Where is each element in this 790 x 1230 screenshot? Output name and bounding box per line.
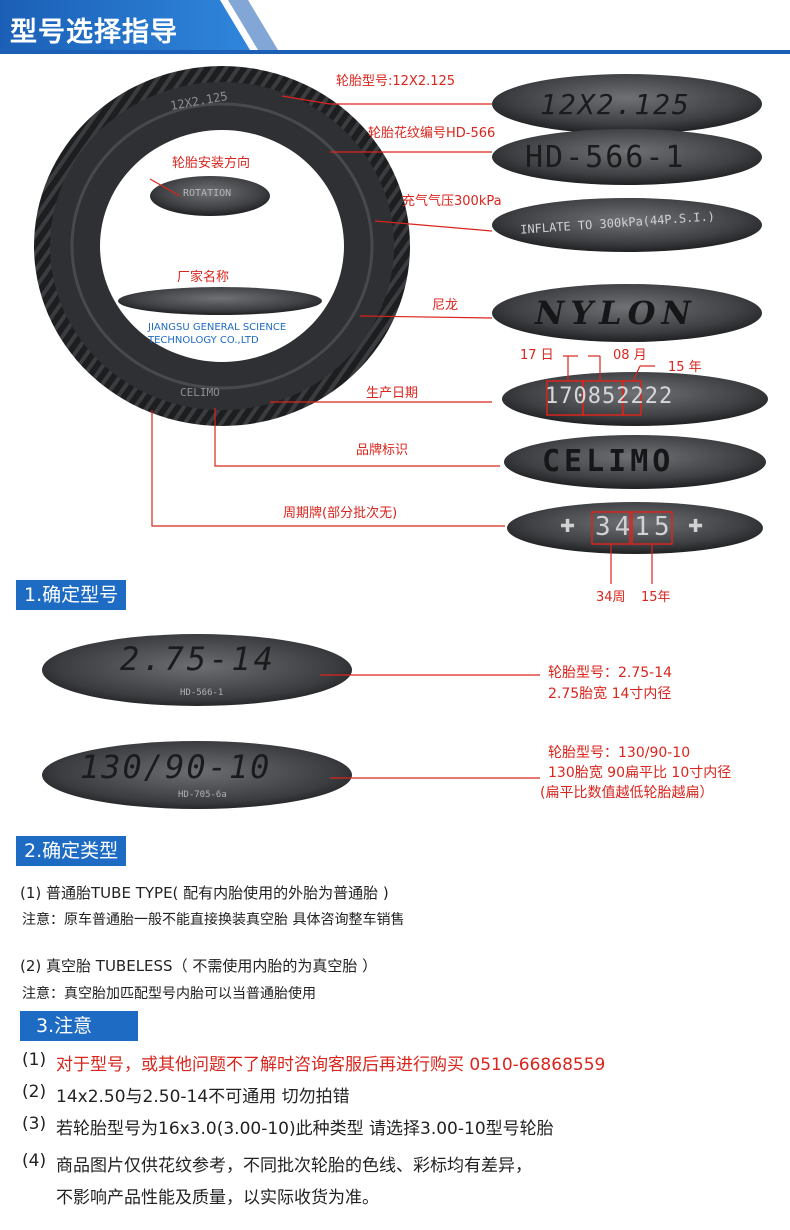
maker-name-line1: JIANGSU GENERAL SCIENCE <box>148 322 287 333</box>
label-date-day: 17 日 <box>520 348 554 363</box>
label-pressure: 充气气压300kPa <box>402 194 502 209</box>
label-week-plate: 周期牌(部分批次无) <box>283 506 398 521</box>
type-item-tube: (1) 普通胎TUBE TYPE( 配有内胎使用的外胎为普通胎 ) <box>20 884 389 902</box>
label-tire-size: 轮胎型号:12X2.125 <box>336 74 456 89</box>
example1-oval <box>42 634 352 706</box>
notice-4-line2: 不影响产品性能及质量，以实际收货为准。 <box>56 1188 379 1208</box>
example2-emboss: 130/90-10 <box>80 748 272 786</box>
header-banner: 型号选择指导 <box>0 0 790 56</box>
notice-4-line1: 商品图片仅供花纹参考，不同批次轮胎的色线、彩标均有差异， <box>56 1156 532 1176</box>
section1-examples <box>42 634 540 809</box>
section3-badge: 3.注意 <box>20 1011 138 1041</box>
example1-sub: HD-566-1 <box>180 688 224 698</box>
type-item-tubeless: (2) 真空胎 TUBELESS（ 不需使用内胎的为真空胎 ） <box>20 957 378 975</box>
notice-4-number: (4) <box>22 1151 47 1171</box>
closeup-brand-text: CELIMO <box>542 444 675 479</box>
label-date-month: 08 月 <box>613 348 647 363</box>
example1-emboss: 2.75-14 <box>120 640 276 678</box>
notice-3-number: (3) <box>22 1114 47 1134</box>
page-title: 型号选择指导 <box>10 17 178 48</box>
closeup-brand <box>504 435 766 489</box>
header-background <box>0 0 790 54</box>
example1-line1: 轮胎型号：2.75-14 <box>548 665 673 681</box>
closeup-size-text: 12X2.125 <box>540 88 691 121</box>
label-week: 34周 <box>596 590 626 605</box>
closeup-maker <box>118 287 322 315</box>
label-date-year: 15 年 <box>668 360 702 375</box>
type-note-tubeless: 注意：真空胎加匹配型号内胎可以当普通胎使用 <box>22 986 316 1002</box>
example1-line2: 2.75胎宽 14寸内径 <box>548 686 672 702</box>
label-nylon: 尼龙 <box>432 298 459 313</box>
plate-screw-icon: ✚ <box>688 516 704 537</box>
closeup-date-text: 170852222 <box>545 384 674 409</box>
tire-diagram: 12X2.125 ROTATION CELIMO 12X2.125 HD-566… <box>0 56 790 616</box>
example2-oval <box>42 741 352 809</box>
section2-badge: 2.确定类型 <box>16 836 127 866</box>
closeup-direction <box>150 176 270 216</box>
example2-line3: (扁平比数值越低轮胎越扁） <box>540 785 714 801</box>
maker-name-line2: TECHNOLOGY CO.,LTD <box>148 335 259 346</box>
notice-3-text: 若轮胎型号为16x3.0(3.00-10)此种类型 请选择3.00-10型号轮胎 <box>56 1119 554 1139</box>
closeup-pressure <box>492 198 762 252</box>
closeup-pattern <box>492 129 762 185</box>
closeup-size <box>492 74 762 134</box>
notice-1-number: (1) <box>22 1050 47 1070</box>
type-note-tube: 注意：原车普通胎一般不能直接换装真空胎 具体咨询整车销售 <box>22 912 405 928</box>
notice-2-number: (2) <box>22 1082 47 1102</box>
closeup-plate <box>507 502 763 554</box>
tire-illustration <box>34 66 768 584</box>
section1-badge: 1.确定型号 <box>16 580 127 610</box>
notice-1-text: 对于型号，或其他问题不了解时咨询客服后再进行购买 0510-66868559 <box>56 1055 606 1075</box>
closeup-pattern-text: HD-566-1 <box>525 140 686 175</box>
label-maker: 厂家名称 <box>177 270 230 285</box>
example2-line1: 轮胎型号：130/90-10 <box>548 745 691 761</box>
label-prod-date: 生产日期 <box>366 386 419 401</box>
example2-sub: HD-705-6a <box>178 790 227 800</box>
rotation-emboss: ROTATION <box>183 188 232 199</box>
notice-2-text: 14x2.50与2.50-14不可通用 切勿拍错 <box>56 1087 350 1107</box>
label-pattern: 轮胎花纹编号HD-566 <box>368 126 496 141</box>
plate-screw-icon: ✚ <box>560 516 576 537</box>
tire-brand-emboss: CELIMO <box>180 386 220 399</box>
closeup-date <box>502 372 768 426</box>
label-week-year: 15年 <box>641 590 671 605</box>
closeup-nylon <box>492 284 762 342</box>
label-brand: 品牌标识 <box>356 443 409 458</box>
closeup-nylon-text: NYLON <box>535 294 697 332</box>
label-direction: 轮胎安装方向 <box>172 156 251 171</box>
example2-line2: 130胎宽 90扁平比 10寸内径 <box>548 765 732 781</box>
closeup-plate-text: 3415 <box>595 512 674 542</box>
